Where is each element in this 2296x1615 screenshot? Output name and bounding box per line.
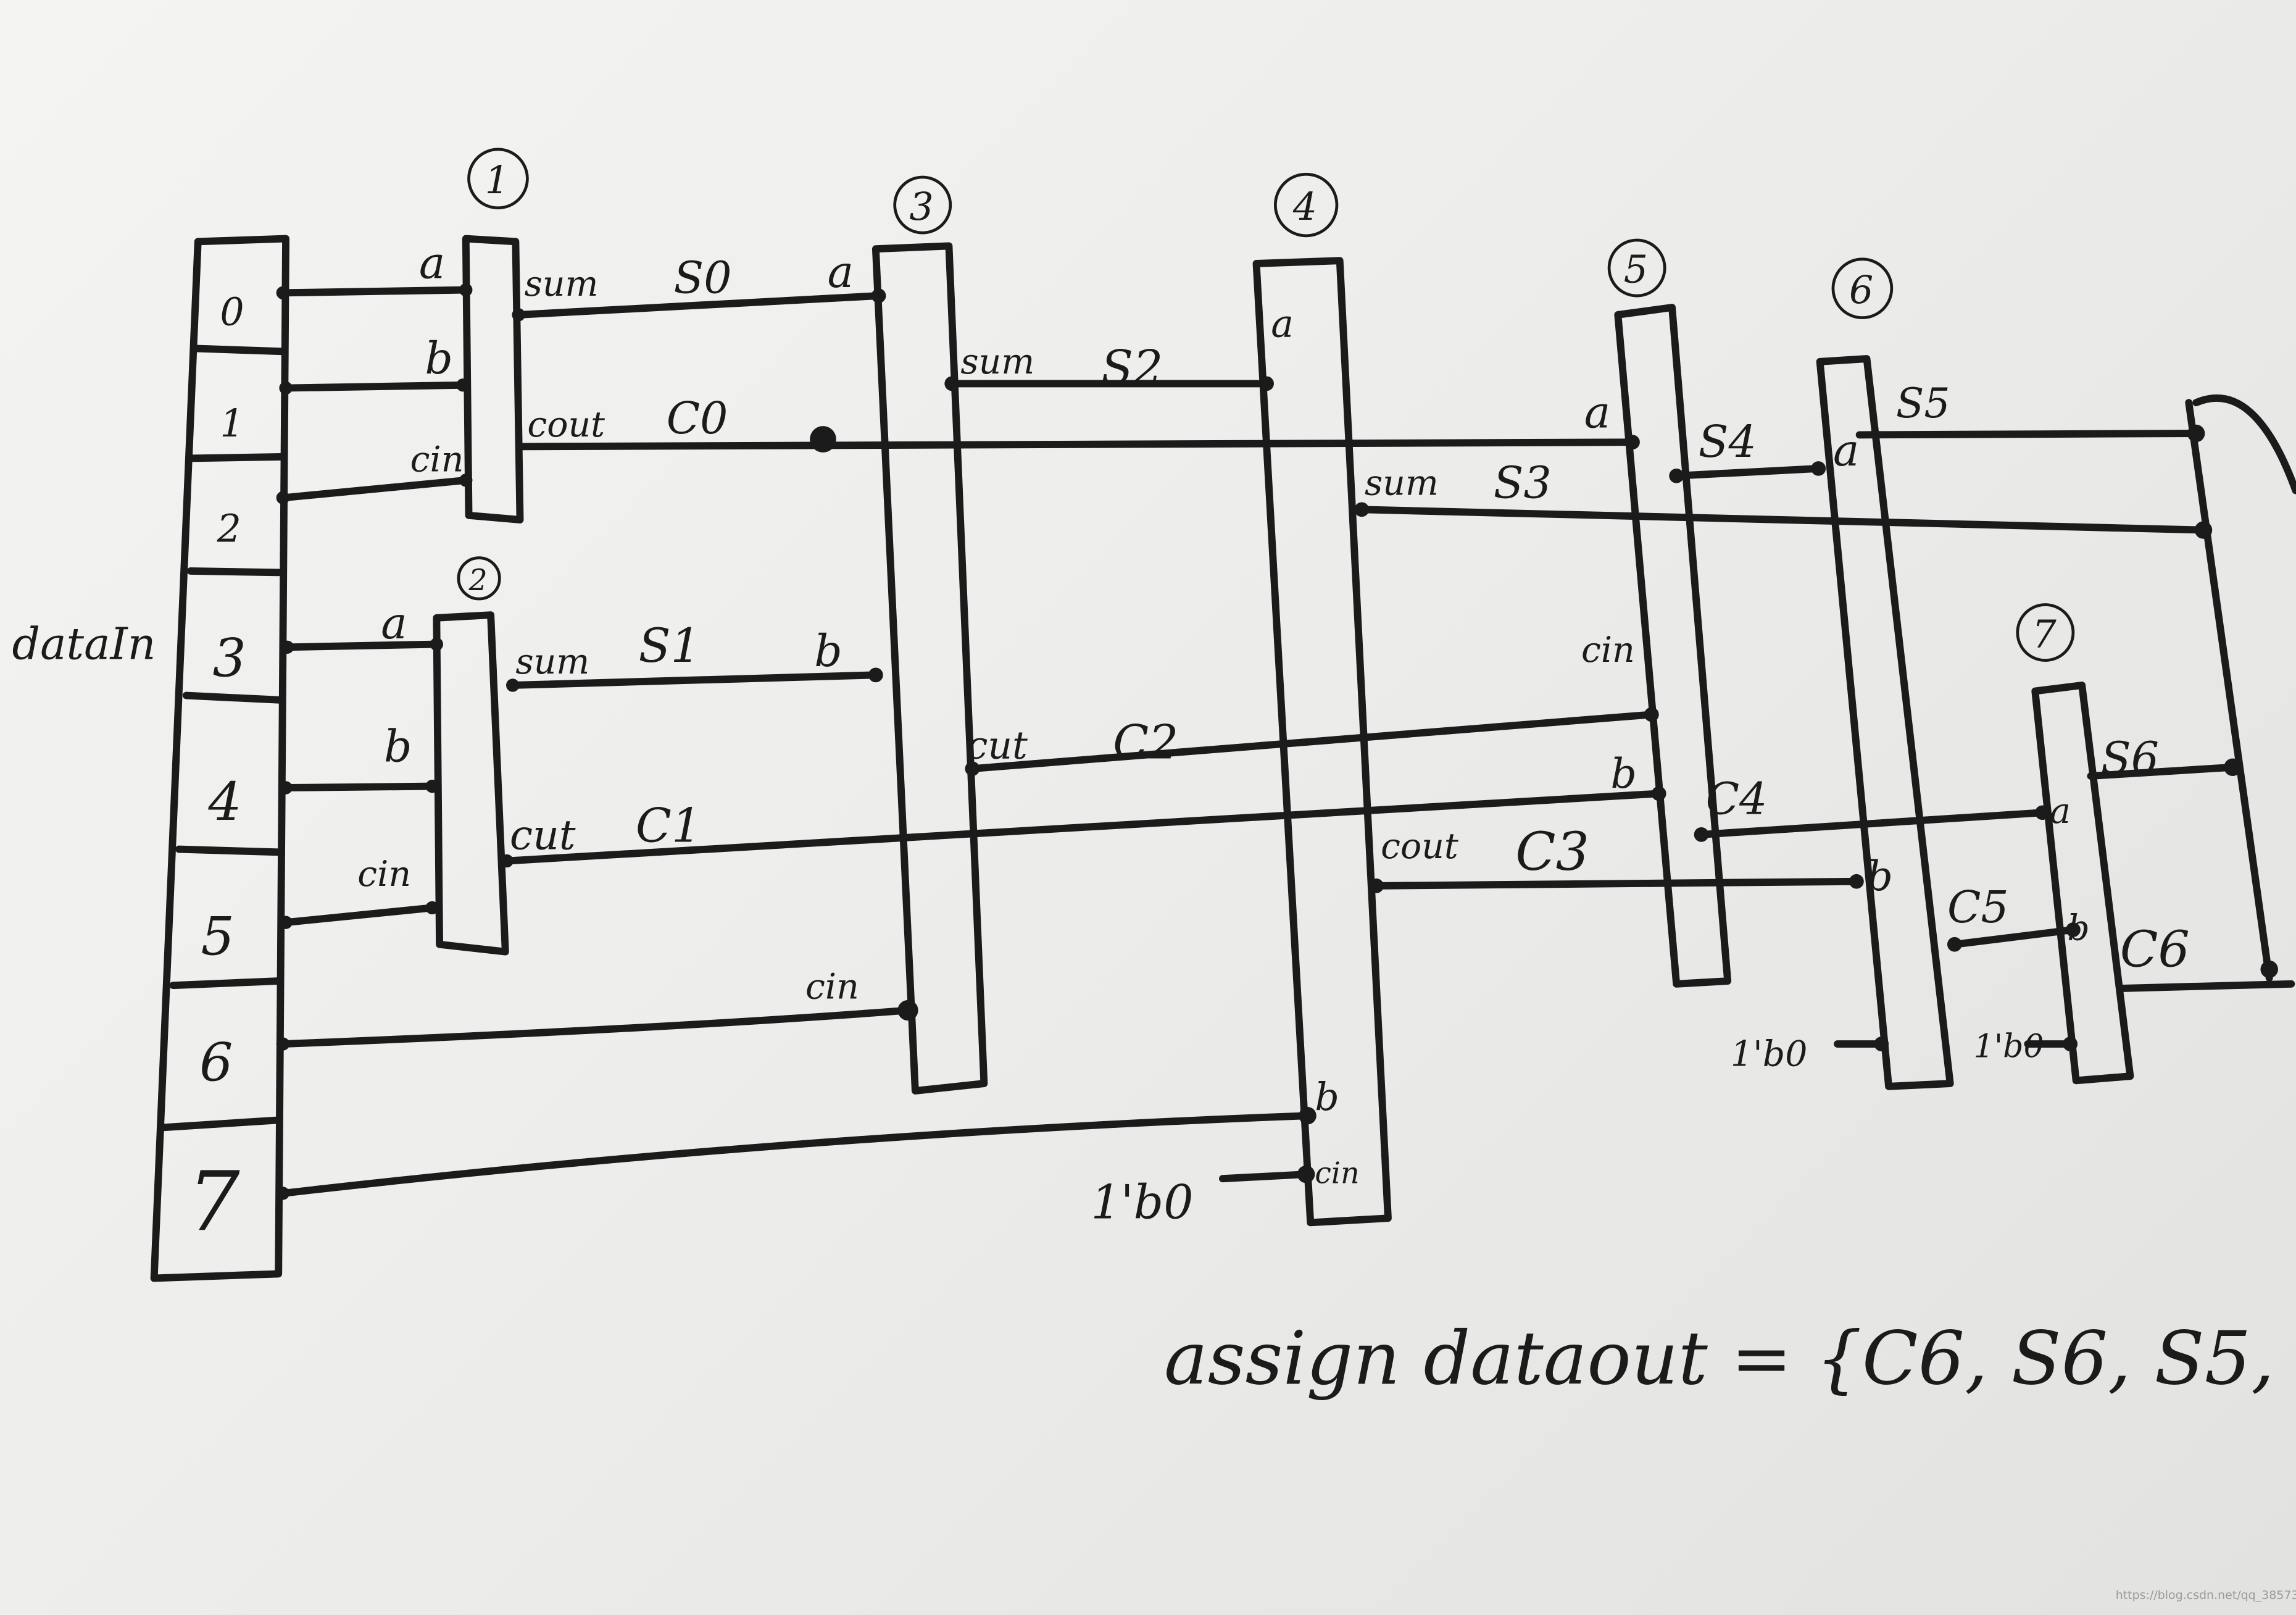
adder-1-port-cin: cin	[410, 440, 464, 480]
adder-5-number: 5	[1624, 248, 1648, 292]
adder-5-port-cin: cin	[1581, 630, 1635, 670]
adder-3-port-cut: cut	[967, 724, 1028, 768]
signal-c6: C6	[2120, 920, 2190, 979]
wires	[279, 286, 2296, 1197]
signal-s0: S0	[674, 252, 732, 303]
signal-c3: C3	[1515, 822, 1589, 883]
data-in-cell-4: 4	[207, 772, 241, 833]
adder-1-number: 1	[485, 158, 509, 202]
adder-2-port-a: a	[381, 598, 407, 649]
signal-c0: C0	[667, 393, 728, 444]
constant-1b0-adder4: 1'b0	[1091, 1175, 1194, 1229]
data-in-cell-0: 0	[220, 290, 244, 335]
adder-1-port-cout: cout	[527, 404, 605, 445]
wire-junction-dots	[276, 283, 2278, 1200]
adder-3-port-cin: cin	[805, 967, 859, 1008]
signal-s5: S5	[1896, 379, 1950, 427]
adder-4-port-cin: cin	[1315, 1156, 1359, 1190]
signal-s2: S2	[1101, 340, 1163, 394]
adder-5-port-b: b	[1610, 749, 1637, 798]
data-in-cell-2: 2	[217, 507, 241, 551]
adder-6-number: 6	[1849, 268, 1873, 312]
data-in-register	[150, 235, 289, 1282]
data-in-cell-3: 3	[212, 628, 246, 690]
data-in-cell-5: 5	[201, 906, 235, 967]
adder-2-port-cin: cin	[357, 854, 411, 895]
constant-1b0-adder7: 1'b0	[1974, 1028, 2044, 1065]
adder-4-port-sum: sum	[1365, 463, 1439, 504]
adder-1-port-sum: sum	[525, 264, 599, 304]
adder-4-port-cout: cout	[1381, 826, 1458, 867]
signal-c4: C4	[1706, 774, 1768, 825]
signal-s4: S4	[1699, 416, 1757, 467]
adder-6-port-a: a	[1833, 425, 1859, 476]
adder-4-port-a: a	[1271, 301, 1294, 346]
adder-7-port-b: b	[2067, 908, 2089, 949]
signal-c5: C5	[1947, 882, 2009, 933]
adder-1-port-b: b	[425, 333, 453, 384]
adder-2-number: 2	[468, 564, 488, 598]
adder-3-port-a: a	[828, 246, 854, 298]
signal-c2: C2	[1113, 716, 1178, 770]
constant-1b0-adder6: 1'b0	[1731, 1034, 1807, 1075]
signal-s3: S3	[1494, 457, 1552, 508]
adder-2-port-b: b	[384, 720, 412, 772]
adder-1-port-a: a	[419, 238, 445, 289]
adder-7-port-a: a	[2050, 791, 2071, 832]
signal-s1: S1	[639, 619, 701, 673]
adder-7-number: 7	[2032, 612, 2057, 656]
signal-c1: C1	[636, 799, 701, 853]
adder-4-port-b: b	[1315, 1075, 1339, 1119]
assign-statement: assign dataout = {C6, S6, S5, S3}	[1164, 1316, 2296, 1401]
adder-5-port-a: a	[1584, 387, 1610, 438]
adder-6-port-b: b	[1867, 852, 1894, 900]
data-in-cell-1: 1	[220, 401, 244, 446]
adder-2-port-cut: cut	[510, 811, 576, 859]
adder-4-number: 4	[1292, 185, 1317, 229]
data-in-cell-6: 6	[199, 1032, 233, 1093]
data-in-cell-7: 7	[188, 1154, 240, 1250]
adder-3-port-sum: sum	[960, 341, 1034, 382]
data-in-label: dataIn	[12, 618, 156, 669]
adder-2-port-sum: sum	[515, 641, 589, 682]
adder-3-port-b: b	[814, 625, 842, 677]
adder-3-number: 3	[909, 185, 933, 229]
watermark: https://blog.csdn.net/qq_38573481	[2116, 1588, 2296, 1602]
signal-s6: S6	[2101, 732, 2159, 783]
adder-boxes	[433, 235, 2134, 1227]
